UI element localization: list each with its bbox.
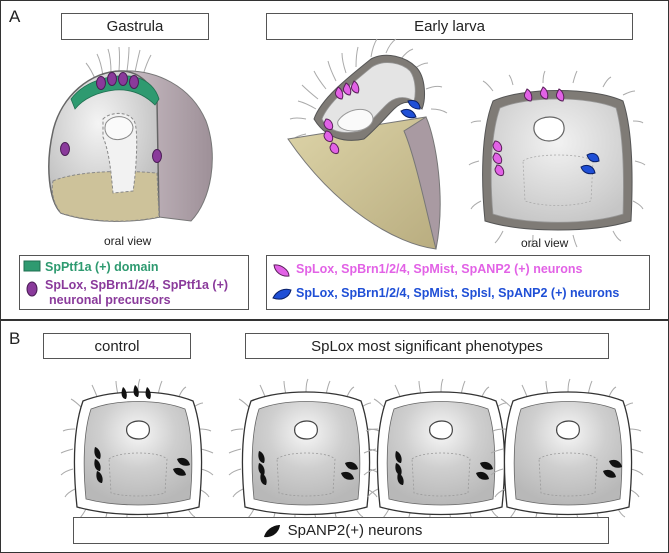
black-neuron-swatch [263, 524, 280, 537]
panel-b: B control SpLox most significant phenoty… [0, 320, 669, 553]
gastrula-title: Gastrula [106, 18, 164, 35]
gastrula-caption: oral view [104, 234, 152, 248]
control-larva [60, 378, 214, 528]
control-title: control [94, 337, 140, 355]
legend-item-ptf1a: SpPtf1a (+) domain [23, 260, 159, 275]
control-title-box: control [43, 333, 191, 359]
panel-a-label: A [9, 7, 21, 26]
gastrula-precursor-cells [60, 72, 162, 163]
blue-neuron-swatch [272, 288, 292, 300]
legend-text-ptf1a: SpPtf1a (+) domain [45, 260, 159, 274]
panel-b-label: B [9, 329, 21, 348]
gastrula-title-box: Gastrula [61, 13, 209, 40]
panel-a: A Gastrula Early larva [0, 0, 669, 320]
anp2-legend-text: SpANP2(+) neurons [287, 522, 423, 539]
legend-item-pink-neurons: SpLox, SpBrn1/2/4, SpMist, SpANP2 (+) ne… [271, 262, 583, 278]
larva-title-box: Early larva [266, 13, 633, 40]
larva-side-illustration [287, 38, 448, 250]
phenotypes-title-box: SpLox most significant phenotypes [245, 333, 609, 359]
purple-precursor-swatch [26, 281, 38, 297]
larva-side-blue-neurons [400, 100, 421, 119]
legend-item-blue-neurons: SpLox, SpBrn1/2/4, SpMist, SpIsl, SpANP2… [271, 286, 619, 302]
phenotype-larva-1 [228, 378, 382, 528]
larva-legend: SpLox, SpBrn1/2/4, SpMist, SpANP2 (+) ne… [266, 255, 650, 310]
phenotypes-title: SpLox most significant phenotypes [311, 337, 543, 355]
larva-title: Early larva [414, 18, 485, 35]
larva-oral-pink-neurons [492, 86, 565, 176]
larva-side-pink-neurons [323, 80, 360, 154]
phenotype-larva-2 [363, 378, 517, 528]
green-domain-swatch [23, 260, 41, 272]
larva-oral-cilia [468, 70, 646, 248]
pink-neuron-swatch [273, 264, 290, 277]
larva-phenotypes [60, 378, 644, 528]
gastrula-illustration [48, 46, 213, 222]
legend-text-pink-neurons: SpLox, SpBrn1/2/4, SpMist, SpANP2 (+) ne… [296, 262, 583, 276]
gastrula-legend: SpPtf1a (+) domain SpLox, SpBrn1/2/4, Sp… [19, 255, 249, 310]
anp2-legend-box: SpANP2(+) neurons [73, 517, 609, 544]
larva-oral-illustration [468, 70, 646, 248]
legend-text-blue-neurons: SpLox, SpBrn1/2/4, SpMist, SpIsl, SpANP2… [296, 286, 620, 300]
phenotype-larva-3 [490, 378, 644, 528]
legend-item-precursors: SpLox, SpBrn1/2/4, SpPtf1a (+) neuronal … [23, 278, 228, 308]
legend-text-precursors-1: SpLox, SpBrn1/2/4, SpPtf1a (+) [45, 278, 229, 292]
larva-caption: oral view [521, 236, 569, 250]
larva-oral-blue-neurons [580, 152, 600, 175]
legend-text-precursors-2: neuronal precursors [49, 293, 171, 307]
